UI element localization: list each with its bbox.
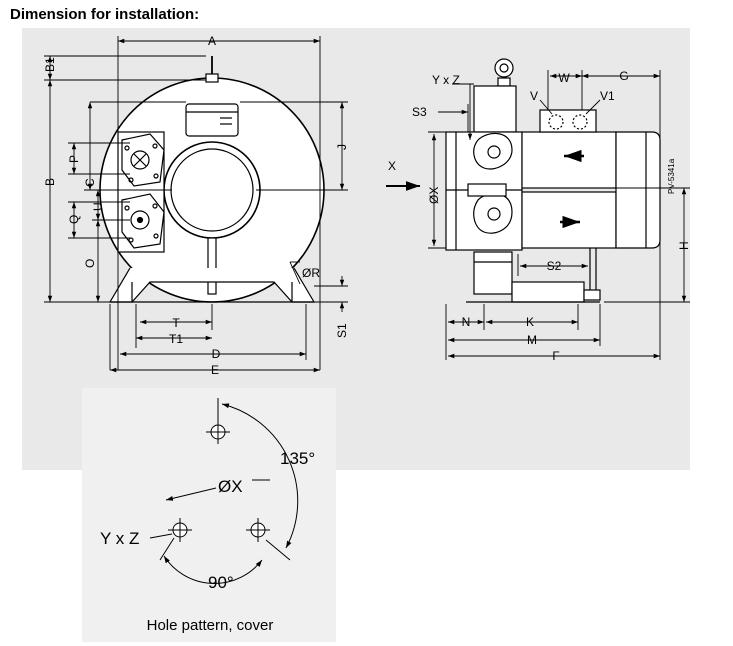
motor-upper [521,131,617,189]
label-h: H [677,241,691,250]
label-ox: ØX [427,187,441,204]
label-r: ØR [302,266,320,280]
label-e: E [211,363,219,377]
diameter-label: ØX [218,477,243,496]
angle-90-label: 90° [208,573,234,592]
label-k: K [526,315,534,329]
hole-pattern-panel [82,388,336,642]
side-base [473,251,513,295]
impeller-hub [163,141,261,239]
side-view [445,58,661,303]
label-o: O [83,259,97,268]
label-c: C [83,178,97,187]
drawing-number: PV-5341a [667,158,676,194]
label-t: T [172,316,180,330]
motor-end-cap [615,131,661,249]
angle-arc-135 [221,403,299,549]
label-n: N [462,315,471,329]
label-b: B [43,178,57,186]
angle-arc-90 [163,555,263,584]
label-t1: T1 [169,332,183,346]
hole-size-label: Y x Z [100,529,139,548]
label-v: V [530,89,538,103]
hole-left [168,518,192,542]
top-block [473,85,517,133]
label-d: D [212,347,221,361]
front-view [99,56,325,303]
front-labels: A B1 B C P Q U O J ØR S1 T T1 D E [43,34,349,377]
side-dimensions [386,70,690,360]
front-dimensions [44,36,348,373]
side-lifting-eye [494,58,514,78]
terminal-box [539,109,597,133]
label-x-arrow: X [388,159,396,173]
hole-pattern-caption: Hole pattern, cover [147,617,274,634]
label-v1: V1 [600,89,615,103]
angle-135-label: 135° [280,449,315,468]
label-s3: S3 [412,105,427,119]
hole-pattern [149,398,299,584]
label-j: J [335,144,349,150]
motor-lower [521,191,617,249]
label-f: F [552,349,559,363]
page-title: Dimension for installation: [10,6,200,23]
label-w: W [558,71,570,85]
label-s1: S1 [335,323,349,338]
label-b1: B1 [43,57,57,72]
label-m: M [527,333,537,347]
label-q: Q [67,215,81,224]
lifting-eye [205,73,219,83]
label-g: G [619,69,628,83]
hole-pattern-labels: 135° ØX Y x Z 90° Hole pattern, cover [100,449,315,634]
label-a: A [208,34,216,48]
support-bar [207,237,217,295]
label-s2: S2 [547,259,562,273]
side-labels: Y x Z W G S3 V V1 X ØX PV-5341a H S2 N K… [388,69,691,363]
label-yxz: Y x Z [432,73,460,87]
silencer-box [185,103,239,137]
label-u: U [91,202,105,211]
label-p: P [67,155,81,163]
